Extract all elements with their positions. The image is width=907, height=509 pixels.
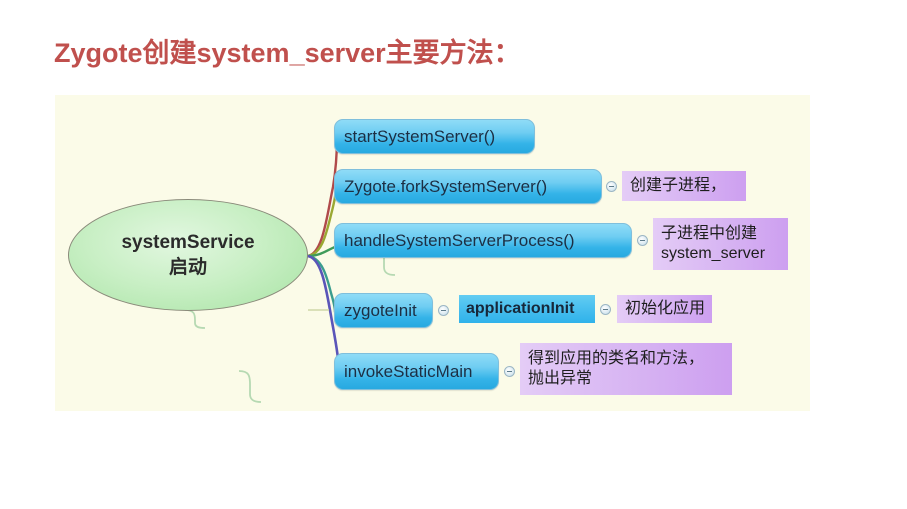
branch-line-start-system-server: [305, 135, 339, 258]
annotation-init-application[interactable]: 初始化应用: [617, 295, 712, 323]
annotation-get-class-and-method-line2: 抛出异常: [528, 370, 593, 387]
node-zygote-init[interactable]: zygoteInit: [334, 293, 433, 328]
root-node-system-service[interactable]: systemService 启动: [68, 199, 308, 311]
page-title: Zygote创建system_server主要方法：: [54, 38, 521, 68]
root-node-line2: 启动: [168, 257, 207, 278]
annotation-line-zygote-init: [184, 309, 206, 329]
annotation-create-system-server-in-child-line1: 子进程中创建: [661, 224, 758, 242]
node-handle-system-server-process-label: handleSystemServerProcess(): [344, 231, 575, 250]
branch-line-zygote-fork-system-server: [305, 185, 338, 258]
node-start-system-server[interactable]: startSystemServer(): [334, 119, 535, 154]
annotation-create-system-server-in-child-line2: system_server: [661, 245, 766, 262]
node-handle-system-server-process[interactable]: handleSystemServerProcess(): [334, 223, 632, 258]
annotation-get-class-and-method-line1: 得到应用的类名和方法，: [528, 349, 705, 367]
branch-line-zygote-init: [305, 254, 337, 314]
annotation-line-invoke-static-main: [238, 370, 262, 403]
toggle-application-init[interactable]: [600, 304, 611, 315]
annotation-get-class-and-method[interactable]: 得到应用的类名和方法， 抛出异常: [520, 343, 732, 395]
root-node-line1: systemService: [121, 231, 255, 253]
node-invoke-static-main[interactable]: invokeStaticMain: [334, 353, 499, 390]
toggle-zygote-init[interactable]: [438, 305, 449, 316]
toggle-zygote-fork-system-server[interactable]: [606, 181, 617, 192]
annotation-create-child-process[interactable]: 创建子进程，: [622, 171, 746, 201]
node-zygote-init-label: zygoteInit: [344, 301, 417, 320]
toggle-invoke-static-main[interactable]: [504, 366, 515, 377]
annotation-create-child-process-line1: 创建子进程，: [630, 176, 727, 194]
node-start-system-server-label: startSystemServer(): [344, 127, 496, 146]
mindmap-panel: systemService 启动 startSystemServer() Zyg…: [55, 95, 810, 411]
node-zygote-fork-system-server[interactable]: Zygote.forkSystemServer(): [334, 169, 602, 204]
annotation-create-system-server-in-child[interactable]: 子进程中创建 system_server: [653, 218, 788, 270]
toggle-handle-system-server-process[interactable]: [637, 235, 648, 246]
node-application-init[interactable]: applicationInit: [459, 295, 595, 323]
node-application-init-label: applicationInit: [466, 300, 575, 317]
node-zygote-fork-system-server-label: Zygote.forkSystemServer(): [344, 177, 548, 196]
annotation-init-application-line1: 初始化应用: [625, 299, 706, 317]
node-invoke-static-main-label: invokeStaticMain: [344, 362, 473, 381]
